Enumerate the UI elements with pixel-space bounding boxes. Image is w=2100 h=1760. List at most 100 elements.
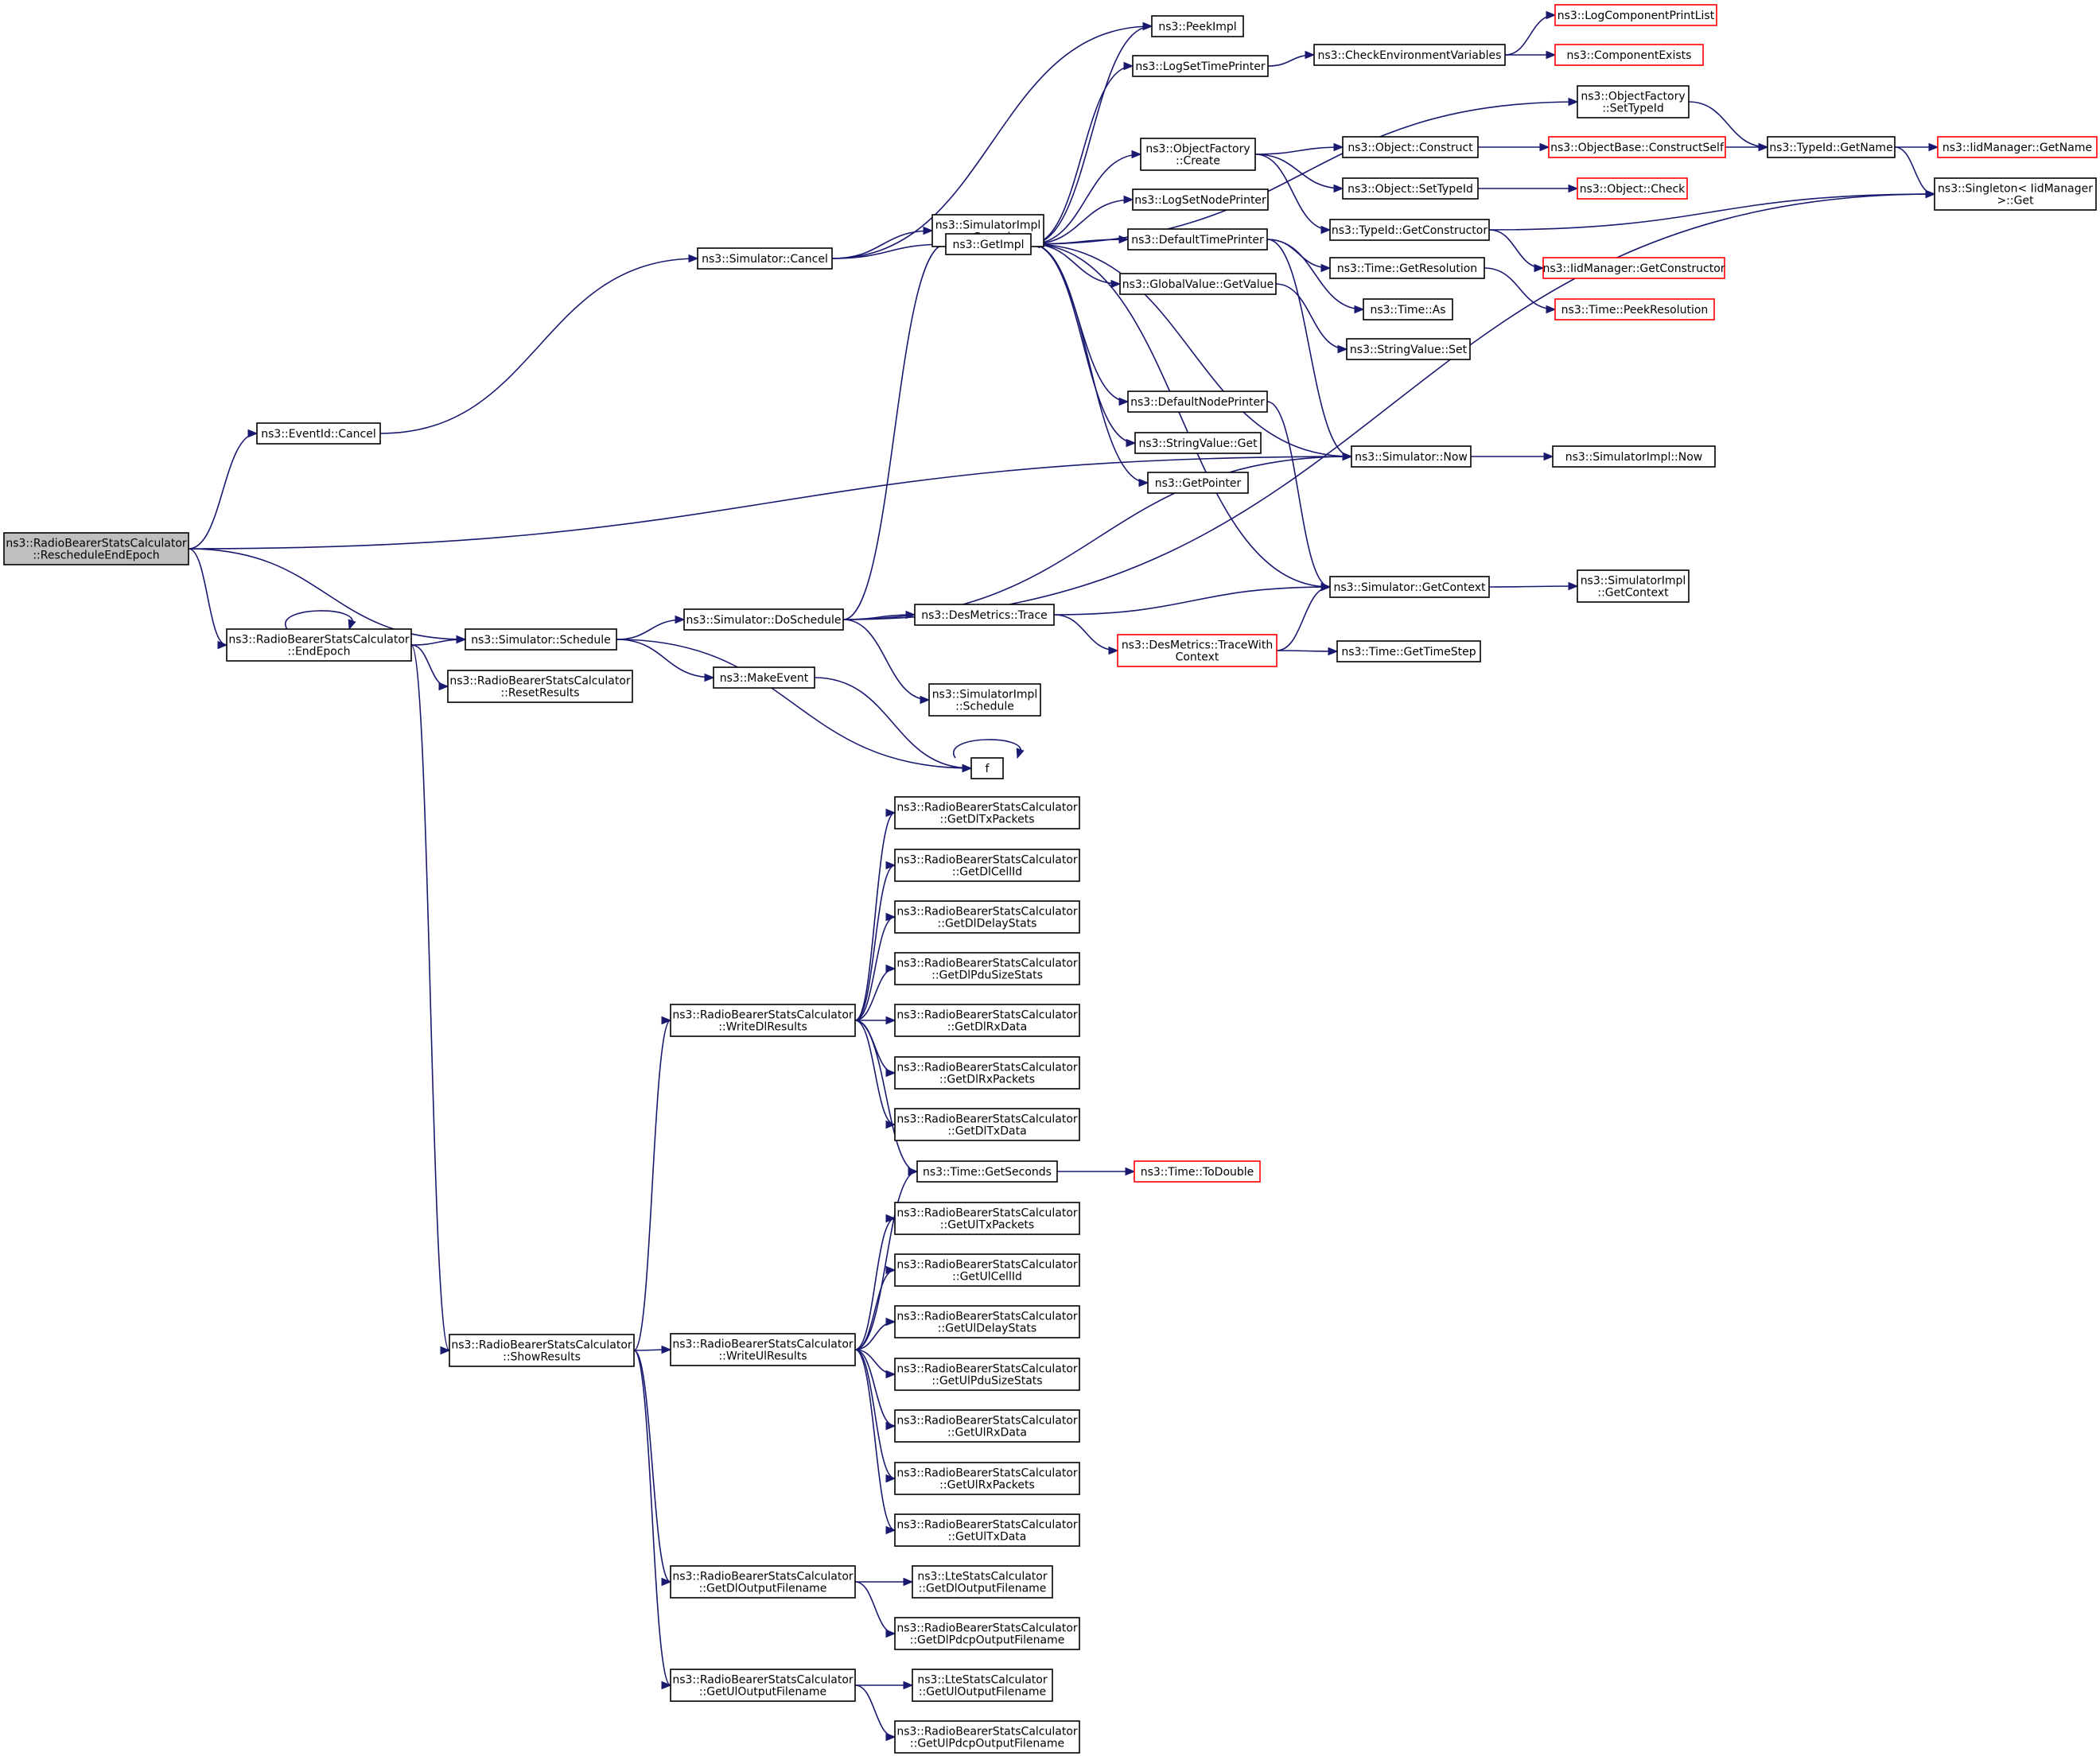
node-des-trace[interactable]: ns3::DesMetrics::Trace	[914, 604, 1055, 626]
node-label: ::ResetResults	[500, 687, 579, 700]
call-edge	[379, 254, 699, 434]
call-edge	[633, 1350, 672, 1690]
node-ul-pdcp-outfile[interactable]: ns3::RadioBearerStatsCalculator::GetUlPd…	[894, 1720, 1080, 1754]
node-label: ns3::GetImpl	[952, 239, 1024, 251]
node-typeid-getname[interactable]: ns3::TypeId::GetName	[1767, 136, 1896, 158]
node-dl-rxdata[interactable]: ns3::RadioBearerStatsCalculator::GetDlRx…	[894, 1004, 1080, 1037]
node-simimpl-now[interactable]: ns3::SimulatorImpl::Now	[1552, 445, 1716, 468]
node-ul-pdusize[interactable]: ns3::RadioBearerStatsCalculator::GetUlPd…	[894, 1358, 1080, 1391]
node-of-create[interactable]: ns3::ObjectFactory::Create	[1140, 138, 1256, 171]
node-label: ns3::LogSetTimePrinter	[1135, 60, 1266, 73]
node-lognodeprinter[interactable]: ns3::LogSetNodePrinter	[1132, 188, 1269, 211]
node-label: ns3::RadioBearerStatsCalculator	[896, 1311, 1078, 1323]
node-ul-txdata[interactable]: ns3::RadioBearerStatsCalculator::GetUlTx…	[894, 1513, 1080, 1547]
node-label: f	[986, 763, 990, 775]
node-dl-cellid[interactable]: ns3::RadioBearerStatsCalculator::GetDlCe…	[894, 849, 1080, 882]
node-iid-getname[interactable]: ns3::IidManager::GetName	[1937, 136, 2098, 158]
node-label: ns3::Time::GetTimeStep	[1341, 646, 1476, 659]
node-simimpl-schedule[interactable]: ns3::SimulatorImpl::Schedule	[928, 683, 1041, 717]
node-makeevent[interactable]: ns3::MakeEvent	[713, 666, 815, 689]
node-label: ns3::RadioBearerStatsCalculator	[672, 1571, 854, 1583]
node-ul-rxdata[interactable]: ns3::RadioBearerStatsCalculator::GetUlRx…	[894, 1409, 1080, 1443]
node-obj-settypeid[interactable]: ns3::Object::SetTypeId	[1342, 177, 1479, 200]
node-label: ns3::LogSetNodePrinter	[1134, 194, 1266, 207]
node-root[interactable]: ns3::RadioBearerStatsCalculator::Resched…	[3, 532, 189, 565]
call-edge	[1030, 61, 1134, 245]
node-label: ::GetUlRxData	[947, 1427, 1027, 1439]
node-time-gettimestep[interactable]: ns3::Time::GetTimeStep	[1336, 640, 1481, 662]
node-sim-cancel[interactable]: ns3::Simulator::Cancel	[697, 247, 833, 270]
node-obj-check[interactable]: ns3::Object::Check	[1577, 177, 1688, 200]
node-ul-delay[interactable]: ns3::RadioBearerStatsCalculator::GetUlDe…	[894, 1305, 1080, 1338]
node-label: ::GetUlPdcpOutputFilename	[910, 1738, 1064, 1750]
node-label: ::GetUlPduSizeStats	[931, 1375, 1042, 1388]
node-label: ns3::RadioBearerStatsCalculator	[896, 906, 1078, 919]
node-label: >::Get	[1997, 195, 2034, 208]
node-checkenv[interactable]: ns3::CheckEnvironmentVariables	[1313, 44, 1506, 66]
node-peekimpl[interactable]: ns3::PeekImpl	[1151, 15, 1244, 37]
node-objbase-constructself[interactable]: ns3::ObjectBase::ConstructSelf	[1548, 136, 1726, 158]
call-edge	[952, 739, 1025, 760]
node-iid-getctor[interactable]: ns3::IidManager::GetConstructor	[1542, 257, 1725, 279]
node-time-as[interactable]: ns3::Time::As	[1363, 298, 1453, 321]
node-label: ::GetDlTxData	[947, 1125, 1026, 1138]
node-logcomplist[interactable]: ns3::LogComponentPrintList	[1554, 4, 1717, 26]
node-eventid-cancel[interactable]: ns3::EventId::Cancel	[256, 422, 381, 445]
call-edge	[1894, 142, 1939, 152]
call-edge	[1275, 283, 1348, 354]
node-label: ns3::RadioBearerStatsCalculator	[896, 802, 1078, 814]
call-edge	[854, 1020, 919, 1176]
node-dl-pdusize[interactable]: ns3::RadioBearerStatsCalculator::GetDlPd…	[894, 952, 1080, 985]
node-dl-txdata[interactable]: ns3::RadioBearerStatsCalculator::GetDlTx…	[894, 1108, 1080, 1141]
node-dl-pdcp-outfile[interactable]: ns3::RadioBearerStatsCalculator::GetDlPd…	[894, 1617, 1080, 1650]
node-sim-doschedule[interactable]: ns3::Simulator::DoSchedule	[683, 608, 844, 631]
node-sv-get[interactable]: ns3::StringValue::Get	[1134, 432, 1262, 454]
node-ul-cellid[interactable]: ns3::RadioBearerStatsCalculator::GetUlCe…	[894, 1253, 1080, 1287]
node-getimpl[interactable]: ns3::GetImpl	[945, 233, 1032, 255]
node-of-settypeid[interactable]: ns3::ObjectFactory::SetTypeId	[1577, 85, 1690, 118]
node-resetresults[interactable]: ns3::RadioBearerStatsCalculator::ResetRe…	[447, 670, 633, 703]
node-ul-rxpackets[interactable]: ns3::RadioBearerStatsCalculator::GetUlRx…	[894, 1462, 1080, 1495]
node-ul-outfile[interactable]: ns3::RadioBearerStatsCalculator::GetUlOu…	[670, 1669, 856, 1702]
node-label: ns3::RadioBearerStatsCalculator	[896, 1259, 1078, 1272]
node-singleton-get[interactable]: ns3::Singleton< IidManager>::Get	[1934, 177, 2097, 211]
node-time-peekres[interactable]: ns3::Time::PeekResolution	[1554, 298, 1715, 321]
node-label: ::GetUlOutputFilename	[699, 1686, 826, 1699]
node-simimpl-getcontext[interactable]: ns3::SimulatorImpl::GetContext	[1577, 569, 1690, 603]
node-dl-rxpackets[interactable]: ns3::RadioBearerStatsCalculator::GetDlRx…	[894, 1056, 1080, 1090]
node-ul-txpackets[interactable]: ns3::RadioBearerStatsCalculator::GetUlTx…	[894, 1202, 1080, 1235]
node-f[interactable]: f	[970, 757, 1004, 779]
node-time-getseconds[interactable]: ns3::Time::GetSeconds	[916, 1160, 1058, 1183]
node-logsettimeprinter[interactable]: ns3::LogSetTimePrinter	[1132, 55, 1269, 77]
node-sim-getcontext[interactable]: ns3::Simulator::GetContext	[1329, 576, 1490, 598]
node-obj-construct[interactable]: ns3::Object::Construct	[1342, 136, 1479, 158]
node-writedl[interactable]: ns3::RadioBearerStatsCalculator::WriteDl…	[670, 1004, 856, 1037]
node-sim-schedule[interactable]: ns3::Simulator::Schedule	[465, 628, 617, 651]
node-lte-ul-outfile[interactable]: ns3::LteStatsCalculator::GetUlOutputFile…	[912, 1669, 1053, 1702]
call-edge	[1266, 401, 1332, 592]
node-compexists[interactable]: ns3::ComponentExists	[1554, 44, 1704, 66]
node-time-getres[interactable]: ns3::Time::GetResolution	[1329, 257, 1485, 279]
node-defnodeprinter[interactable]: ns3::DefaultNodePrinter	[1127, 390, 1268, 413]
node-label: ns3::RadioBearerStatsCalculator	[896, 1519, 1078, 1532]
node-typeid-getctor[interactable]: ns3::TypeId::GetConstructor	[1329, 219, 1490, 241]
node-sv-set[interactable]: ns3::StringValue::Set	[1346, 338, 1471, 360]
node-lte-dl-outfile[interactable]: ns3::LteStatsCalculator::GetDlOutputFile…	[912, 1565, 1053, 1599]
node-label: ns3::DesMetrics::TraceWith	[1122, 639, 1273, 652]
call-edge	[616, 639, 973, 773]
node-showresults[interactable]: ns3::RadioBearerStatsCalculator::ShowRes…	[449, 1334, 635, 1367]
node-endepoch[interactable]: ns3::RadioBearerStatsCalculator::EndEpoc…	[226, 628, 412, 662]
node-gv-getvalue[interactable]: ns3::GlobalValue::GetValue	[1119, 273, 1277, 295]
node-deftimeprinter[interactable]: ns3::DefaultTimePrinter	[1127, 228, 1268, 251]
node-dl-delay[interactable]: ns3::RadioBearerStatsCalculator::GetDlDe…	[894, 900, 1080, 934]
node-dl-outfile[interactable]: ns3::RadioBearerStatsCalculator::GetDlOu…	[670, 1565, 856, 1599]
node-dl-txpackets[interactable]: ns3::RadioBearerStatsCalculator::GetDlTx…	[894, 796, 1080, 829]
node-writeul[interactable]: ns3::RadioBearerStatsCalculator::WriteUl…	[670, 1333, 856, 1366]
call-edge	[854, 1577, 914, 1587]
node-time-todouble[interactable]: ns3::Time::ToDouble	[1134, 1160, 1261, 1183]
node-sim-now[interactable]: ns3::Simulator::Now	[1351, 445, 1472, 468]
node-getpointer[interactable]: ns3::GetPointer	[1147, 472, 1249, 494]
call-edge	[1254, 153, 1344, 193]
